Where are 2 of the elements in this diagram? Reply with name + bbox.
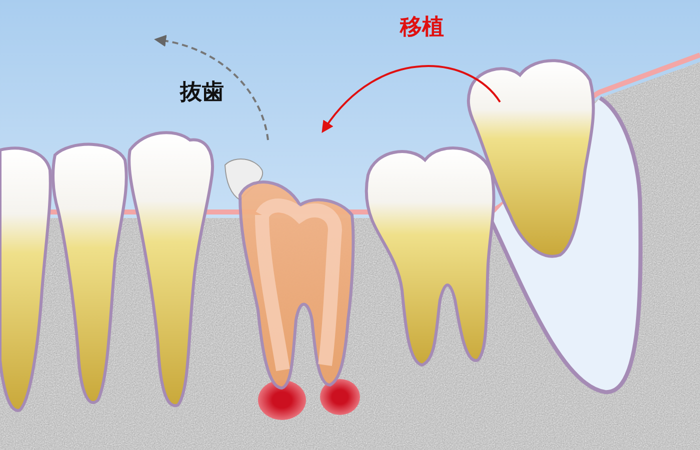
- annotation-text: 移植: [400, 15, 444, 42]
- annotation-text: 抜歯: [180, 80, 224, 106]
